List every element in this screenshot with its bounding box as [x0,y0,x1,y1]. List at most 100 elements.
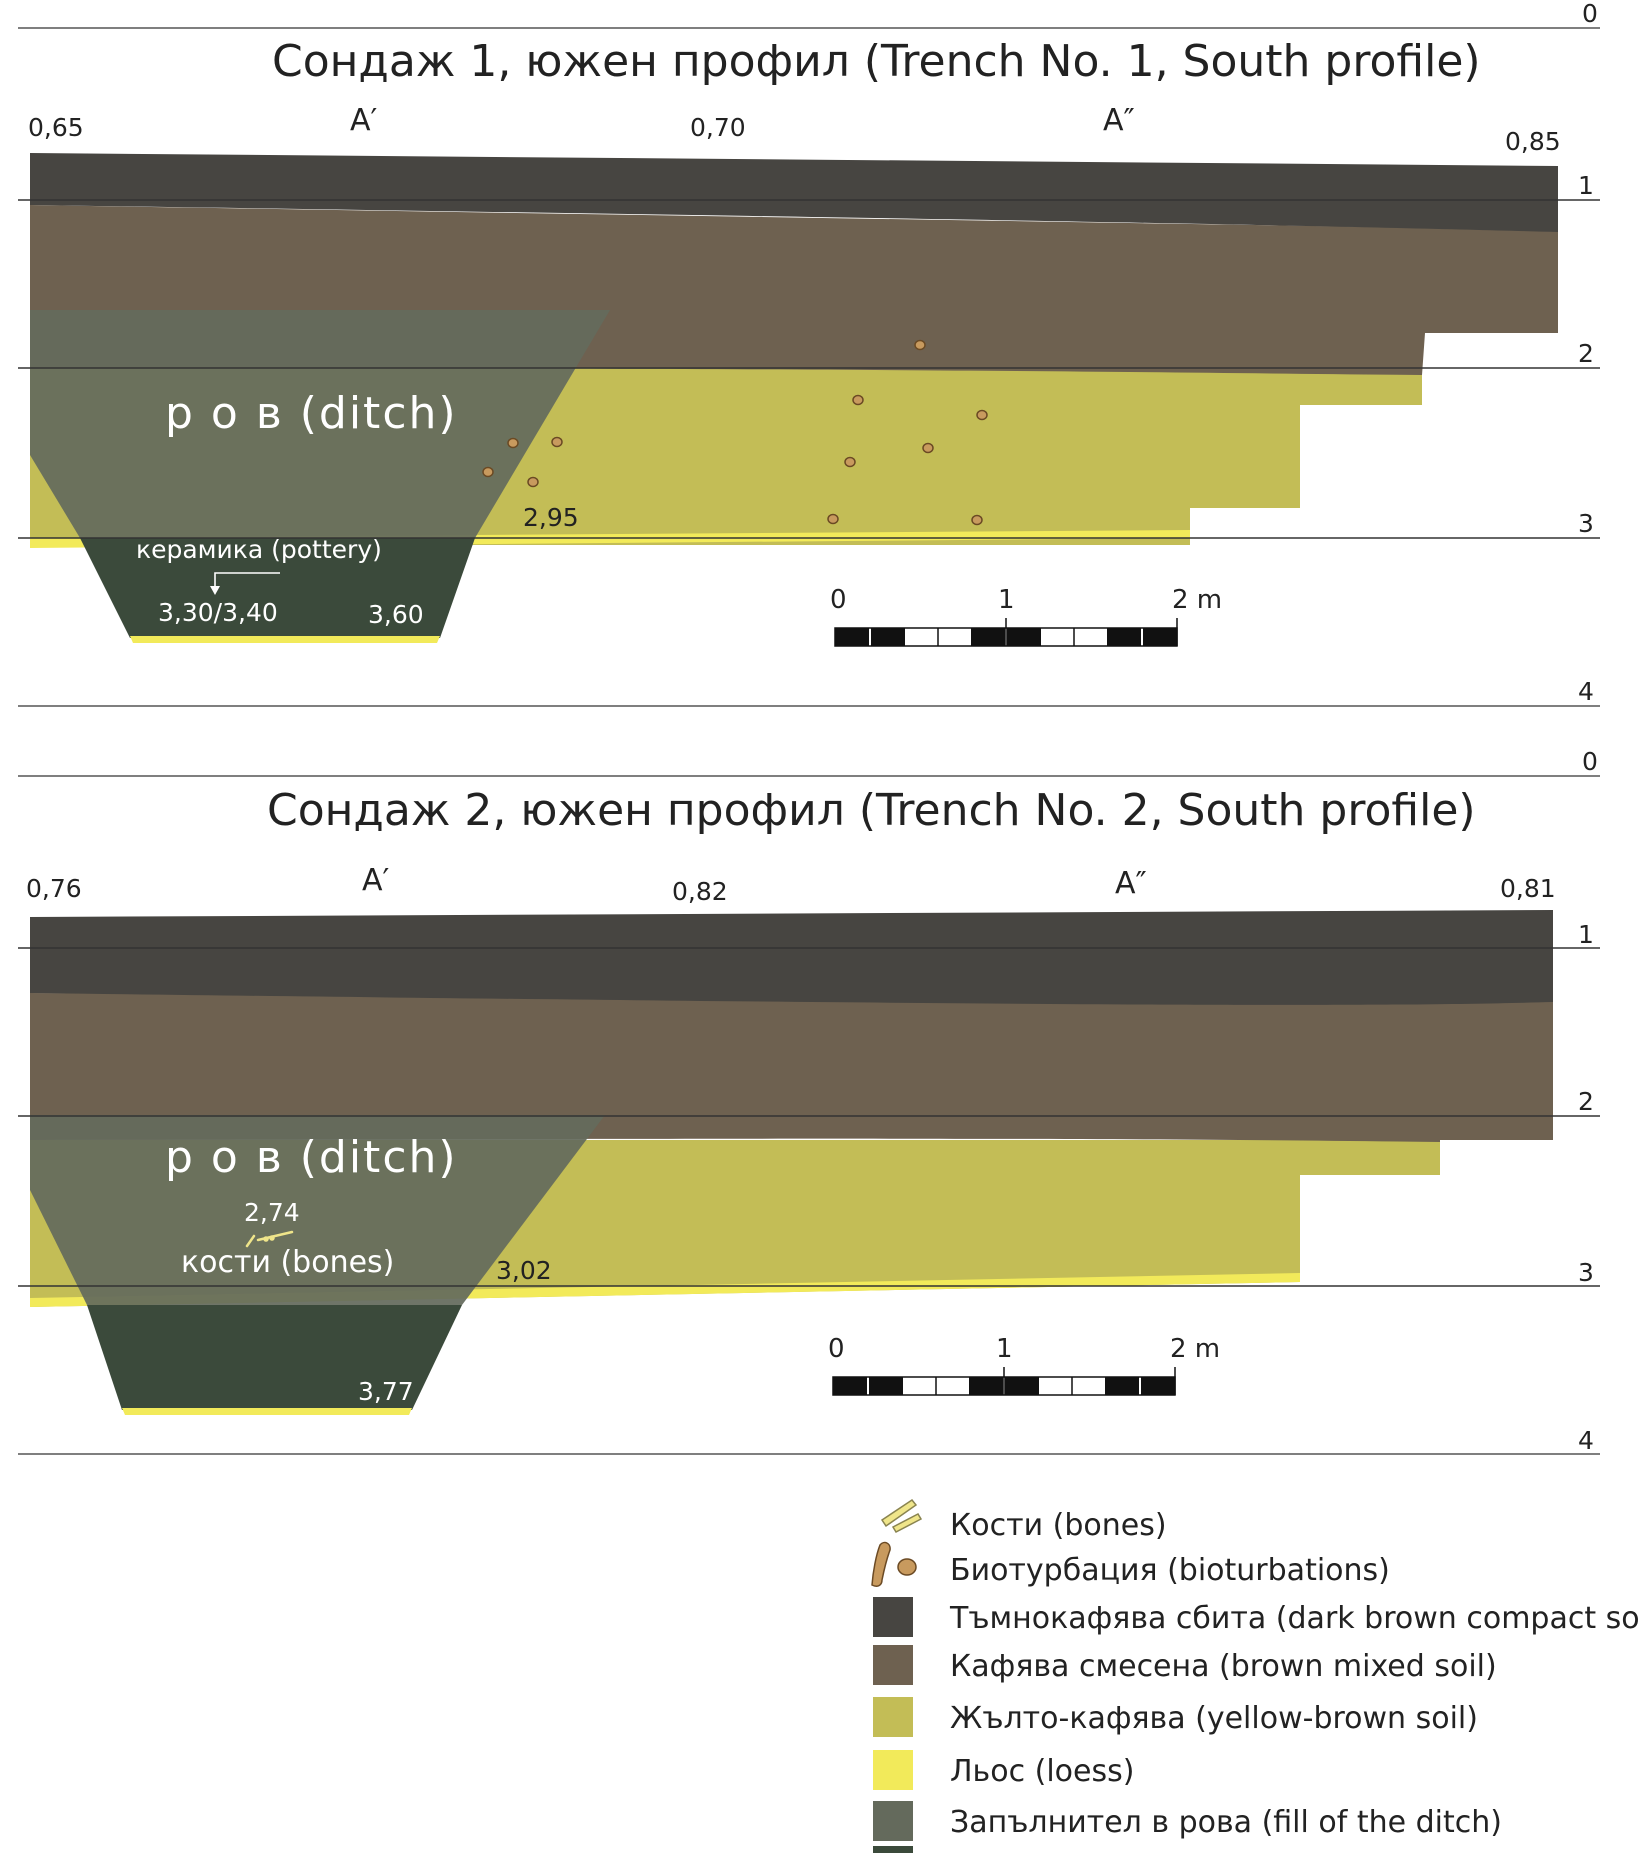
ditch-fill [30,310,610,538]
bioturbation-dot [527,476,539,488]
scale-label-1: 1 [998,585,1015,615]
swatch-yellow-brown [873,1697,913,1737]
bioturbation-dot [827,513,839,525]
ditch-edge-depth-trench-1: 2,95 [523,503,579,532]
legend-label-bones: Кости (bones) [950,1508,1167,1543]
depth-tick-2: 2 [1578,339,1594,368]
depth-tick-4: 4 [1578,1426,1594,1455]
layer-dark-brown-compact [30,153,1558,232]
elevation-label-right: 0,85 [1505,127,1561,156]
section-mark-a-double-prime: A″ [1115,866,1147,901]
section-mark-a-prime: A′ [362,863,390,898]
section-mark-a-double-prime: A″ [1103,103,1135,138]
scale-label-0: 0 [830,585,847,615]
legend-item-bones: Кости (bones) [880,1498,1167,1543]
scale-bar-block [1143,628,1177,646]
scale-bar-block [869,1377,903,1395]
ditch-label-trench-2: р о в (ditch) [165,1132,458,1183]
elevation-label-left: 0,65 [28,113,84,142]
swatch-ditch-bottom-partial [873,1846,913,1853]
swatch-ditch-fill [873,1801,913,1841]
ditch-bottom [80,538,475,638]
legend-item-yellow-brown: Жълто-кафява (yellow-brown soil) [873,1697,1478,1737]
legend-item-dark-brown: Тъмнокафява сбита (dark brown compact so… [873,1597,1639,1637]
legend-label-bioturbation: Биотурбация (bioturbations) [950,1553,1390,1588]
scale-bar-block [833,1377,867,1395]
bioturbation-dot [844,456,856,468]
scale-label-1: 1 [996,1334,1013,1364]
ditch-edge-depth-trench-2: 3,02 [496,1256,552,1285]
layer-brown-mixed [30,993,1553,1142]
scale-label-2: 2 m [1170,1334,1220,1364]
trench-1-title: Сондаж 1, южен профил (Trench No. 1, Sou… [272,36,1481,87]
bioturbation-dot [482,466,494,478]
ditch-fill [30,1115,605,1305]
swatch-dark-brown [873,1597,913,1637]
bones-icon [880,1498,923,1533]
scale-bar-block [1141,1377,1175,1395]
scale-bar-block [1005,1377,1039,1395]
depth-tick-0: 0 [1582,0,1598,28]
ditch-label-trench-1: р о в (ditch) [165,388,458,439]
legend-item-loess: Льос (loess) [873,1750,1134,1790]
scale-bar-block [969,1377,1003,1395]
depth-tick-0: 0 [1582,747,1598,776]
bones-icon [245,1230,294,1248]
bioturbation-icon [871,1541,917,1587]
trench-2-profile: 0 Сондаж 2, южен профил (Trench No. 2, S… [18,747,1600,1455]
depth-tick-1: 1 [1578,920,1594,949]
legend: Кости (bones) Биотурбация (bioturbations… [871,1498,1639,1853]
trench-1-profile: 0 Сондаж 1, южен профил (Trench No. 1, S… [18,0,1600,707]
depth-tick-1: 1 [1578,171,1594,200]
bioturbation-dot [976,409,988,421]
elevation-label-left: 0,76 [26,874,82,903]
trench-2-title: Сондаж 2, южен профил (Trench No. 2, Sou… [267,785,1476,836]
pottery-label: керамика (pottery) [136,535,382,564]
scale-bar-block [1107,628,1141,646]
scale-bar-block [1105,1377,1139,1395]
layer-dark-brown-compact [30,910,1553,1005]
bioturbation-dot [971,514,983,526]
elevation-label-right: 0,81 [1500,874,1556,903]
legend-label-dark-brown: Тъмнокафява сбита (dark brown compact so… [949,1601,1639,1636]
bones-depth: 2,74 [244,1198,300,1227]
ditch-bottom-loess [130,636,440,643]
scale-bar-trench-2: 0 1 2 m [828,1334,1220,1396]
ditch-bottom [87,1305,462,1410]
bioturbation-dot [914,339,926,351]
scale-bar-block [871,628,905,646]
bones-label: кости (bones) [181,1245,394,1280]
elevation-label-mid: 0,70 [690,113,746,142]
elevation-label-mid: 0,82 [672,877,728,906]
bioturbations-trench-1 [482,339,988,526]
legend-item-bioturbation: Биотурбация (bioturbations) [871,1541,1390,1588]
scale-label-0: 0 [828,1334,845,1364]
pottery-arrowhead-icon [210,586,220,595]
swatch-loess [873,1750,913,1790]
legend-item-brown: Кафява смесена (brown mixed soil) [873,1645,1497,1685]
scale-bar-block [835,628,869,646]
bioturbation-dot [852,394,864,406]
swatch-brown [873,1645,913,1685]
legend-label-brown: Кафява смесена (brown mixed soil) [950,1649,1497,1684]
legend-label-yellow-brown: Жълто-кафява (yellow-brown soil) [950,1701,1478,1736]
bioturbation-dot [922,442,934,454]
ditch-bottom-depth-trench-1: 3,60 [368,600,424,629]
pottery-arrow-icon [214,572,280,590]
scale-bar-trench-1: 0 1 2 m [830,585,1222,647]
depth-tick-3: 3 [1578,1258,1594,1287]
depth-tick-2: 2 [1578,1087,1594,1116]
ditch-bottom-loess [122,1408,412,1415]
legend-label-loess: Льос (loess) [950,1754,1134,1789]
bioturbation-dot [551,436,563,448]
scale-bar-block [971,628,1005,646]
legend-label-ditch-fill: Запълнител в рова (fill of the ditch) [950,1805,1502,1840]
bioturbation-dot [507,437,519,449]
depth-tick-3: 3 [1578,509,1594,538]
ditch-bottom-depth-trench-2: 3,77 [358,1377,414,1406]
depth-tick-4: 4 [1578,677,1594,706]
scale-label-2: 2 m [1172,585,1222,615]
legend-item-ditch-fill: Запълнител в рова (fill of the ditch) [873,1801,1502,1841]
scale-bar-block [1007,628,1041,646]
